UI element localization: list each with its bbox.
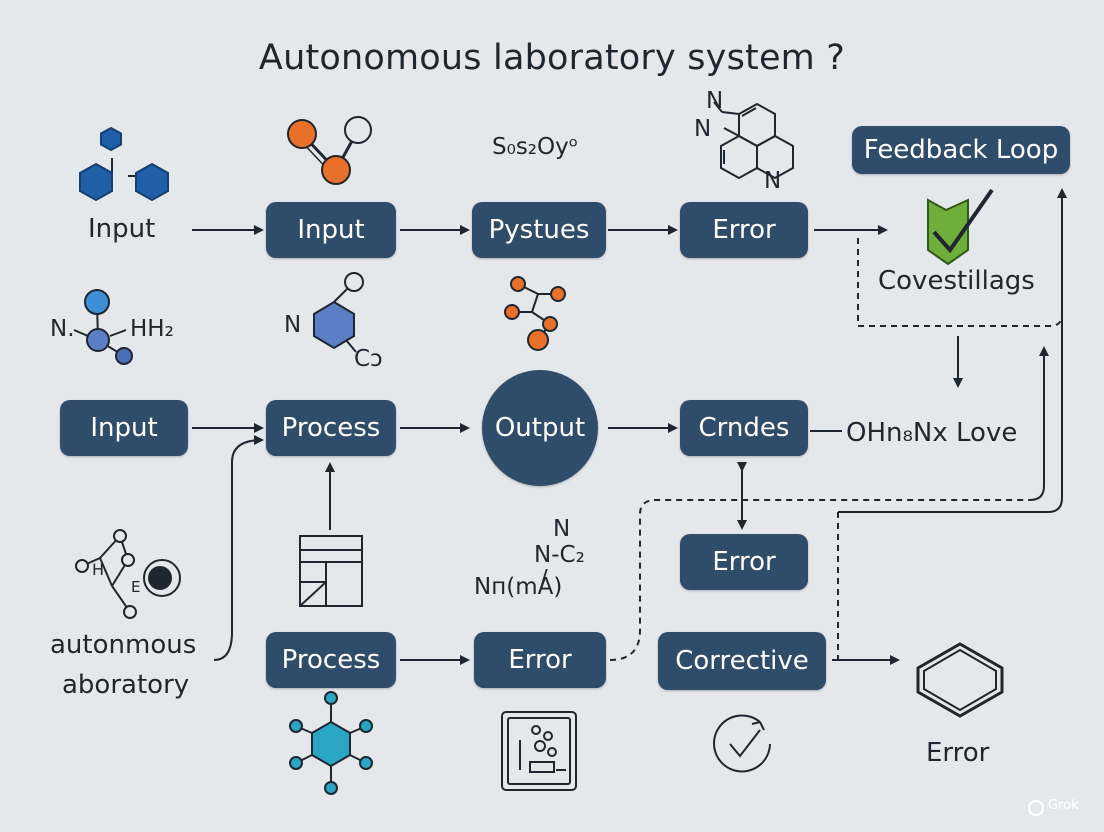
corrective-node[interactable]: Corrective [658, 632, 826, 690]
fused-ring-structure-icon [713, 101, 794, 180]
input-plain-label: Input [88, 214, 156, 244]
orange-branch-molecule-icon [504, 276, 566, 351]
orange-molecule-icon [287, 116, 372, 185]
chem-n-label: N [553, 516, 571, 542]
molecule-e-label: E [131, 578, 141, 596]
check-circle-icon [713, 714, 771, 773]
feedback-return-inner [1029, 346, 1049, 501]
feedback-dashed-box [857, 238, 1063, 327]
input-node-top[interactable]: Input [266, 202, 396, 258]
formula-top-label: S₀s₂Oyᵒ [492, 134, 579, 160]
teal-hexagon-icon [289, 691, 373, 795]
diagram-title: Autonomous laboratory system ? [258, 38, 846, 78]
feedback-loop-node[interactable]: Feedback Loop [852, 126, 1070, 174]
chem-slash-label: / [540, 566, 548, 592]
error-node-mid[interactable]: Error [680, 534, 808, 590]
molecule-h-label: H [92, 560, 105, 579]
fused-ring-n2: N [694, 116, 712, 142]
process-node-bottom[interactable]: Process [266, 632, 396, 688]
error-hex-label: Error [926, 738, 990, 768]
green-check-icon [927, 188, 994, 266]
error-node-top[interactable]: Error [680, 202, 808, 258]
blue-molecule-icon [73, 289, 133, 365]
input-node-mid[interactable]: Input [60, 400, 188, 456]
document-icon [299, 535, 363, 607]
hexagon-ring-icon [313, 272, 364, 353]
feedback-return-outer [838, 188, 1067, 513]
hh2-label: HH₂ [130, 316, 174, 342]
connector-autonomous-to-process [213, 435, 264, 661]
chem-nma-label: Nп(mA) [474, 574, 563, 600]
pystues-node[interactable]: Pystues [472, 202, 606, 258]
n-label: N. [50, 316, 75, 342]
c-ring-label: Cɔ [354, 346, 383, 372]
chem-nc2-label: N-C₂ [534, 542, 585, 568]
error-node-bottom[interactable]: Error [474, 632, 606, 688]
covestillags-label: Covestillags [878, 266, 1035, 296]
watermark-logo-icon [1028, 800, 1044, 816]
target-icon [143, 559, 181, 597]
aboratory-label: aboratory [62, 670, 190, 700]
dashed-error-to-feedback [609, 499, 1030, 661]
autonmous-label: autonmous [50, 630, 197, 660]
ohn-love-label: OHn₈Nx Love [846, 418, 1018, 448]
output-node[interactable]: Output [482, 370, 598, 486]
fused-ring-n3: N [764, 168, 782, 194]
hexagon-pair-icon [79, 126, 169, 202]
molecule-graph-icon [75, 529, 137, 619]
fused-ring-n1: N [706, 88, 724, 114]
watermark-text: Grok [1048, 798, 1079, 813]
benzene-icon [916, 642, 1004, 718]
n-ring-label: N [284, 312, 302, 338]
process-node-mid[interactable]: Process [266, 400, 396, 456]
crndes-node[interactable]: Crndes [680, 400, 808, 456]
lab-board-icon [501, 711, 577, 791]
